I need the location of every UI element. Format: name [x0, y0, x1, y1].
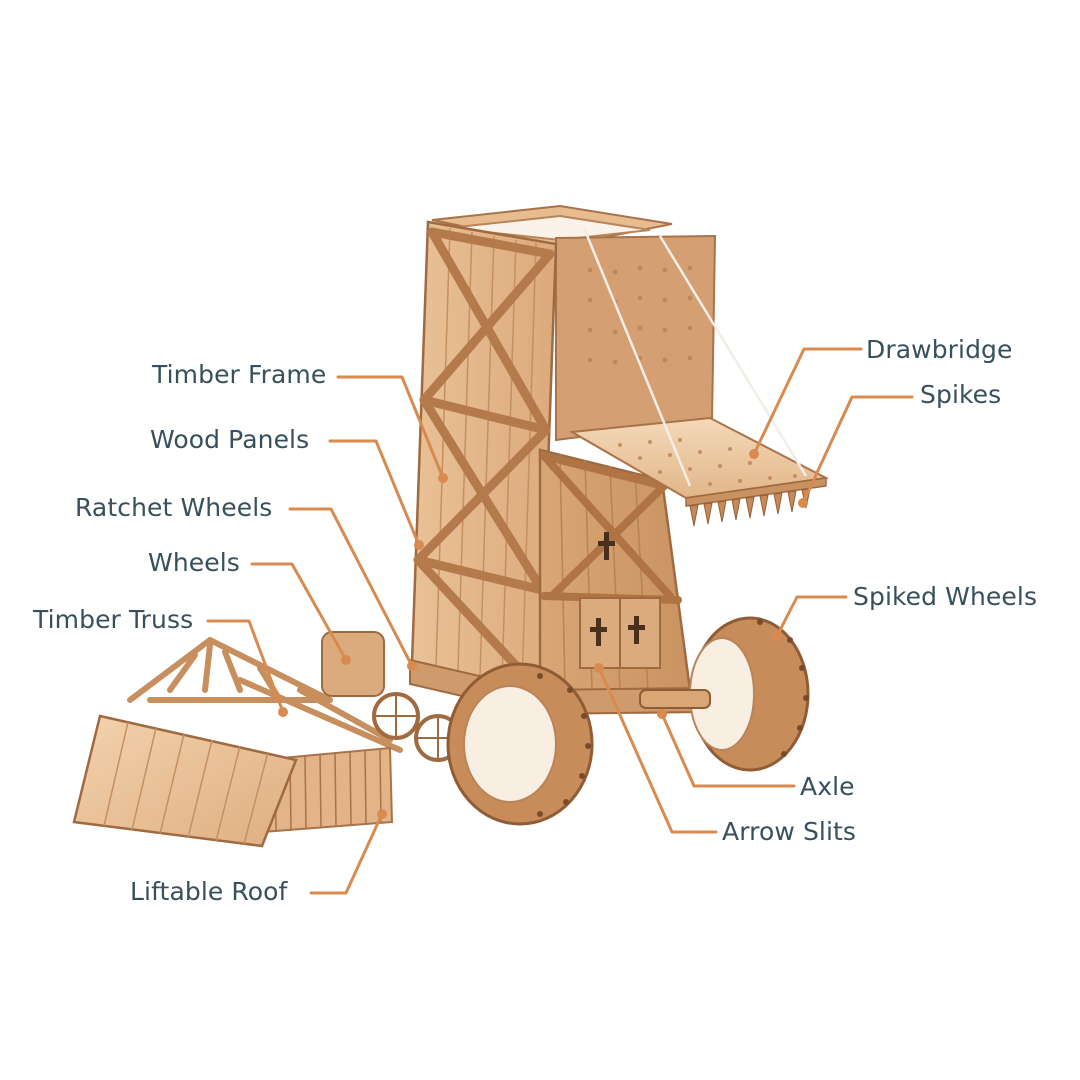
- leader-dot-wheels: [341, 655, 351, 665]
- leader-ratchet-wheels: [288, 507, 414, 668]
- leader-dot-timber-frame: [438, 473, 448, 483]
- leader-drawbridge: [752, 347, 863, 456]
- leader-axle: [660, 712, 796, 788]
- leader-liftable-roof: [309, 812, 384, 895]
- label-axle: Axle: [800, 772, 855, 801]
- leader-dot-drawbridge: [749, 449, 759, 459]
- label-spikes: Spikes: [920, 380, 1002, 409]
- label-drawbridge: Drawbridge: [866, 335, 1013, 364]
- small-wheels: [321, 631, 462, 762]
- label-ratchet-wheels: Ratchet Wheels: [75, 493, 273, 522]
- roof-assembly: [72, 637, 403, 848]
- spiked-wheel-front: [446, 662, 594, 826]
- leader-arrow-slits: [597, 666, 718, 834]
- leader-dot-arrow-slits: [594, 663, 604, 673]
- leader-dot-wood-panels: [414, 540, 424, 550]
- leader-dot-ratchet-wheels: [407, 661, 417, 671]
- label-spiked-wheels: Spiked Wheels: [853, 582, 1038, 611]
- leader-dot-spikes: [798, 498, 808, 508]
- label-wood-panels: Wood Panels: [150, 425, 310, 454]
- leader-dot-axle: [657, 709, 667, 719]
- drawbridge-illustration: [568, 227, 830, 527]
- leader-timber-frame: [336, 375, 445, 480]
- leader-wood-panels: [328, 439, 421, 547]
- leader-dot-spiked-wheels: [772, 631, 782, 641]
- leader-dot-timber-truss: [278, 707, 288, 717]
- label-arrow-slits: Arrow Slits: [722, 817, 857, 846]
- label-wheels: Wheels: [148, 548, 240, 577]
- axle-illustration: [639, 689, 711, 709]
- label-liftable-roof: Liftable Roof: [130, 877, 288, 906]
- leader-timber-truss: [206, 619, 285, 714]
- label-timber-frame: Timber Frame: [152, 360, 327, 389]
- label-timber-truss: Timber Truss: [33, 605, 194, 634]
- spiked-wheel-back: [689, 616, 810, 772]
- leader-dot-liftable-roof: [377, 809, 387, 819]
- leader-spiked-wheels: [775, 595, 848, 638]
- leader-spikes: [801, 395, 914, 505]
- leader-wheels: [250, 562, 348, 662]
